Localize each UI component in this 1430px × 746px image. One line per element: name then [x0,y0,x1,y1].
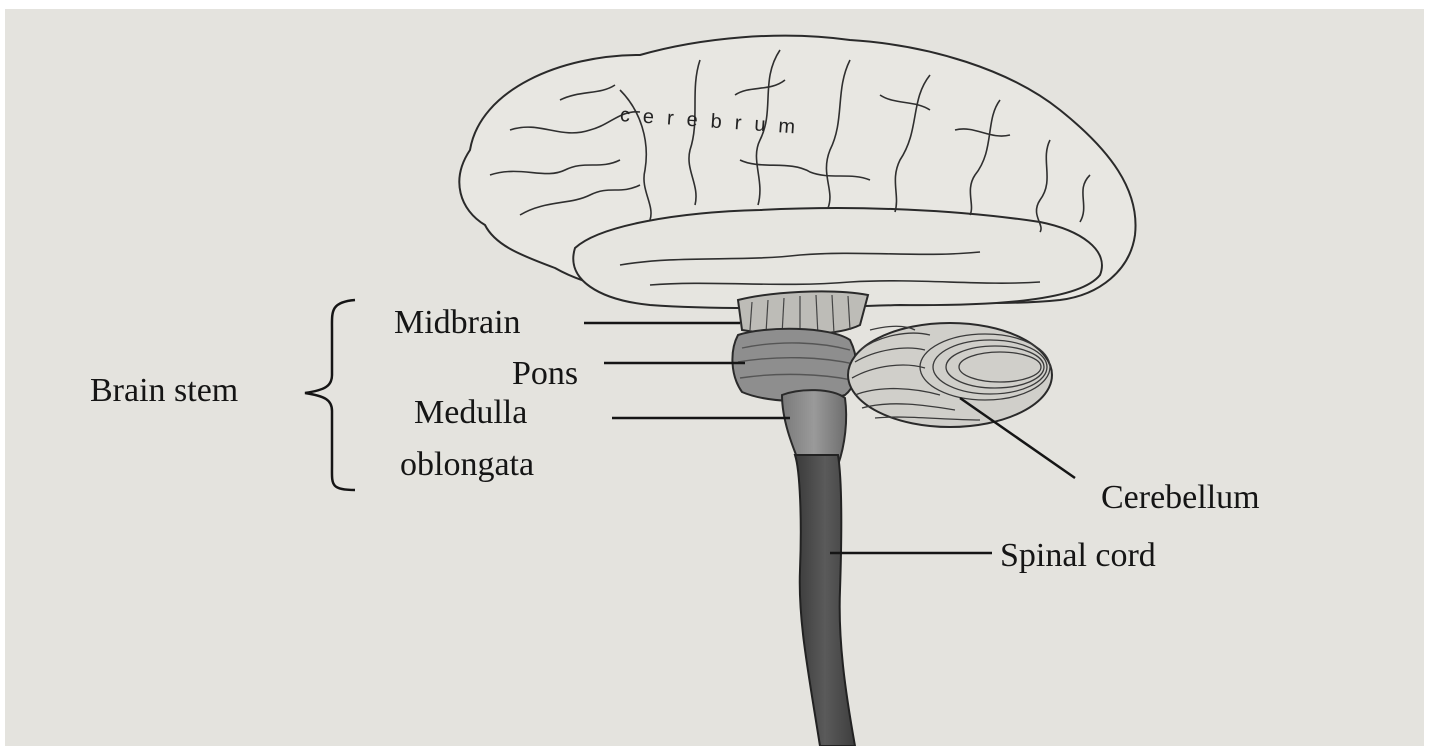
midbrain-label: Midbrain [394,306,521,340]
spinal-cord-label: Spinal cord [1000,539,1156,573]
brain-stem-label: Brain stem [90,374,238,408]
medulla-label-line1: Medulla [414,396,527,430]
cerebellum-shape [848,323,1052,427]
brain-stem-brace [305,300,355,490]
medulla-label-line2: oblongata [400,448,534,482]
spinal-cord-shape [795,455,855,746]
cerebellum-label: Cerebellum [1101,481,1260,515]
pons-label: Pons [512,357,578,391]
pons-shape [732,329,856,401]
medulla-shape [782,390,846,465]
